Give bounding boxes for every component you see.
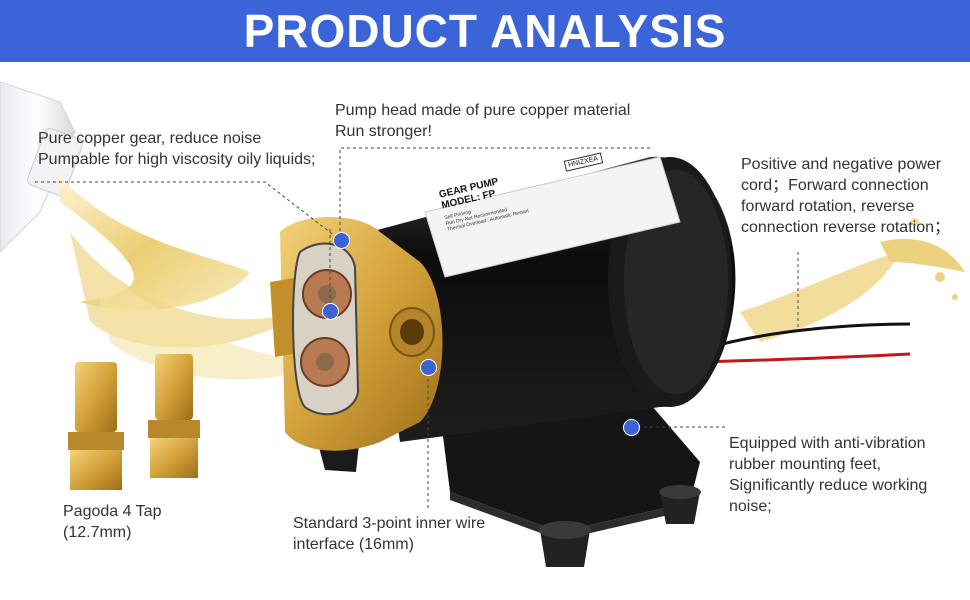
header-banner: PRODUCT ANALYSIS <box>0 0 970 62</box>
callout-feet: Equipped with anti-vibration rubber moun… <box>729 433 927 517</box>
callout-pagoda-line2: (12.7mm) <box>63 524 132 541</box>
callout-cord-line3: forward rotation, reverse <box>741 198 915 215</box>
gear-window <box>292 242 360 416</box>
pagoda-fittings <box>68 354 200 490</box>
callout-cord: Positive and negative power cord；Forward… <box>741 154 950 238</box>
callout-feet-line3: Significantly reduce working <box>729 477 928 494</box>
oil-stream <box>55 172 330 380</box>
callout-cord-line1: Positive and negative power <box>741 156 942 173</box>
callout-head-line2: Run stronger! <box>335 123 432 140</box>
callout-pagoda: Pagoda 4 Tap (12.7mm) <box>63 501 161 543</box>
marker-feet <box>623 419 640 436</box>
marker-interface <box>420 359 437 376</box>
callout-leaders <box>35 147 799 510</box>
callout-interface-line1: Standard 3-point inner wire <box>293 515 486 532</box>
power-cord <box>699 322 911 364</box>
callout-feet-line4: noise; <box>729 498 772 515</box>
callout-gear: Pure copper gear, reduce noise Pumpable … <box>38 128 315 170</box>
callout-feet-line2: rubber mounting feet, <box>729 456 882 473</box>
product-illustration <box>0 81 965 567</box>
callout-gear-line2: Pumpable for high viscosity oily liquids… <box>38 151 316 168</box>
rubber-feet <box>315 432 701 567</box>
marker-gear <box>333 232 350 249</box>
leader-gear <box>35 181 341 241</box>
oil-splash <box>740 218 965 342</box>
callout-feet-line1: Equipped with anti-vibration <box>729 435 926 452</box>
callout-cord-line4: connection reverse rotation； <box>741 219 951 236</box>
callout-interface: Standard 3-point inner wire interface (1… <box>293 513 485 555</box>
callout-head: Pump head made of pure copper material R… <box>335 100 630 142</box>
callout-cord-line2: cord；Forward connection <box>741 177 929 194</box>
callout-interface-line2: interface (16mm) <box>293 536 414 553</box>
page-title: PRODUCT ANALYSIS <box>243 5 727 57</box>
label-plate <box>424 156 681 278</box>
leader-head <box>339 147 650 240</box>
marker-gear-window <box>322 303 339 320</box>
product-scene: GEAR PUMP MODEL: FP HNIZXEA Self Priming… <box>0 62 970 600</box>
callout-head-line1: Pump head made of pure copper material <box>335 102 631 119</box>
callout-pagoda-line1: Pagoda 4 Tap <box>63 503 162 520</box>
callout-gear-line1: Pure copper gear, reduce noise <box>38 130 262 147</box>
oil-bottle <box>0 81 83 253</box>
